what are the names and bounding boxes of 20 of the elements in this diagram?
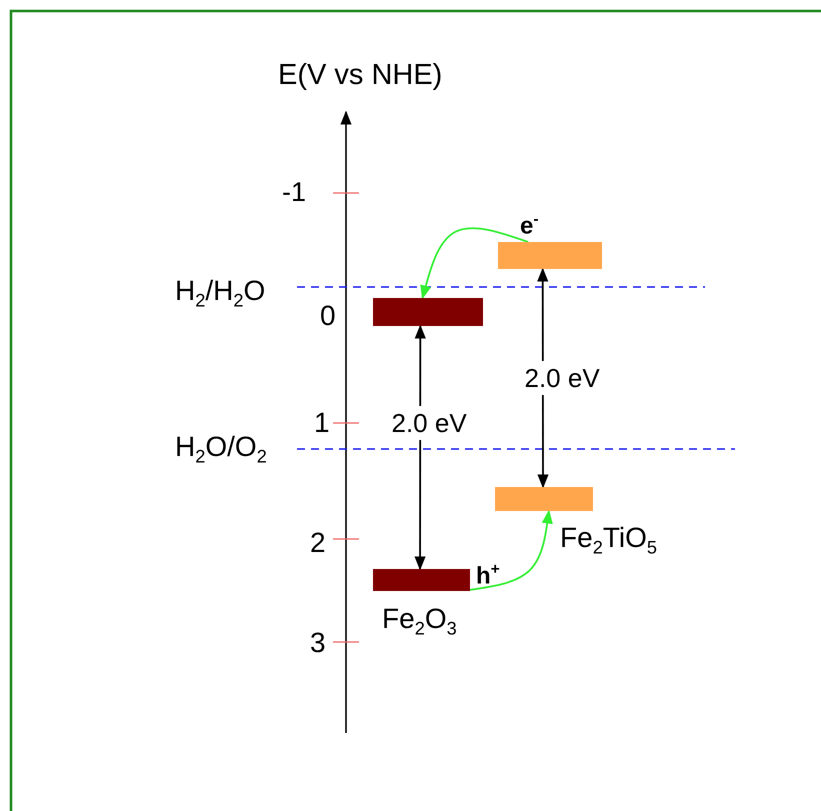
charge-carrier-label: e$^{-}$ <box>520 212 539 238</box>
material-label: Fe$_{2}$TiO$_{5}$ <box>560 524 658 557</box>
arrow <box>420 227 528 300</box>
edge-label: 2.0 eV <box>522 361 602 395</box>
energy-band-bar <box>373 569 470 591</box>
tick-label: 0 <box>320 302 336 330</box>
material-label: Fe$_{2}$O$_{3}$ <box>382 605 457 638</box>
energy-band-bar <box>498 242 602 269</box>
charge-carrier-label: h$^{+}$ <box>476 562 500 588</box>
energy-band-bar <box>495 487 593 511</box>
edge-label: 2.0 eV <box>390 406 469 440</box>
redox-level-label: H$_{2}$/H$_{2}$O <box>175 276 266 310</box>
tick-label: -1 <box>282 178 306 206</box>
arrow <box>470 510 553 591</box>
redox-level-label: H$_{2}$O/O$_{2}$ <box>175 432 267 466</box>
tick-label: 2 <box>310 529 326 557</box>
tick-label: 1 <box>314 409 330 437</box>
axis-title: E(V vs NHE) <box>278 60 442 90</box>
energy-band-bar <box>373 298 483 326</box>
tick-label: 3 <box>310 629 326 657</box>
